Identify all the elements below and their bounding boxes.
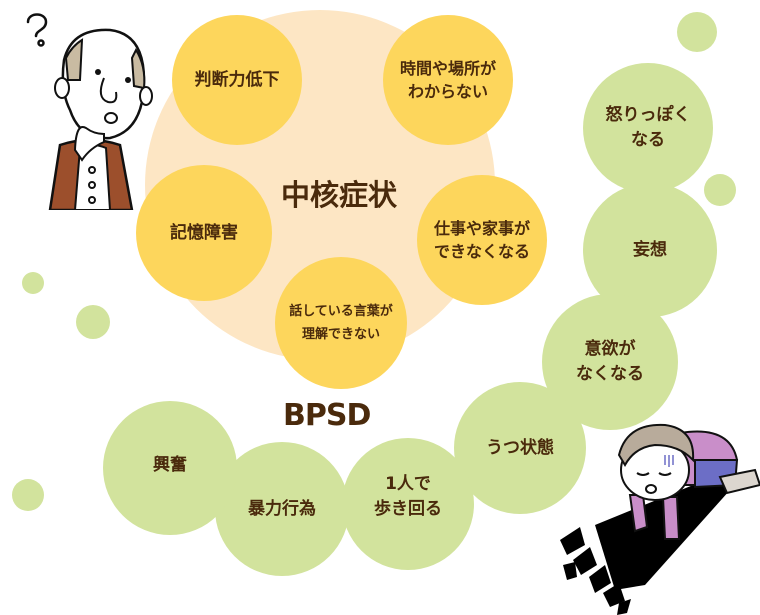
core-item-executive-dysfunction: 仕事や家事が できなくなる <box>417 175 547 305</box>
decorative-dot <box>704 174 736 206</box>
bpsd-item-irritable: 怒りっぽく なる <box>583 63 713 193</box>
core-item-judgment-decline: 判断力低下 <box>172 15 302 145</box>
bpsd-item-label: 意欲が なくなる <box>576 339 644 384</box>
bpsd-item-wandering: 1人で 歩き回る <box>342 438 474 570</box>
decorative-dot <box>12 479 44 511</box>
bpsd-item-label: 1人で 歩き回る <box>374 474 442 519</box>
bpsd-item-label: 怒りっぽく なる <box>605 105 691 150</box>
core-item-label: 時間や場所が わからない <box>399 58 496 101</box>
bpsd-item-violence: 暴力行為 <box>215 442 349 576</box>
bpsd-item-depression: うつ状態 <box>454 382 586 514</box>
depressed-elderly-woman-illustration <box>560 423 760 615</box>
bpsd-item-label: 興奮 <box>153 454 187 475</box>
bpsd-item-label: 妄想 <box>633 239 667 260</box>
cracked-ground-icon <box>560 527 631 615</box>
bpsd-item-agitation: 興奮 <box>103 401 237 535</box>
core-item-label: 仕事や家事が できなくなる <box>433 218 530 261</box>
decorative-dot <box>677 12 717 52</box>
bpsd-title: BPSD <box>283 398 371 433</box>
core-symptoms-title: 中核症状 <box>281 178 398 212</box>
bpsd-item-label: うつ状態 <box>486 437 554 458</box>
question-mark-icon <box>26 13 48 47</box>
decorative-dot <box>76 305 110 339</box>
bpsd-item-label: 暴力行為 <box>248 498 316 519</box>
core-item-memory-impairment: 記憶障害 <box>136 165 272 301</box>
confused-elderly-man-illustration <box>26 13 153 210</box>
core-item-label: 話している言葉が 理解できない <box>289 303 393 342</box>
core-item-aphasia: 話している言葉が 理解できない <box>275 257 407 389</box>
core-item-disorientation: 時間や場所が わからない <box>383 15 513 145</box>
core-item-label: 記憶障害 <box>170 222 238 243</box>
core-item-label: 判断力低下 <box>194 69 280 90</box>
decorative-dot <box>22 272 44 294</box>
